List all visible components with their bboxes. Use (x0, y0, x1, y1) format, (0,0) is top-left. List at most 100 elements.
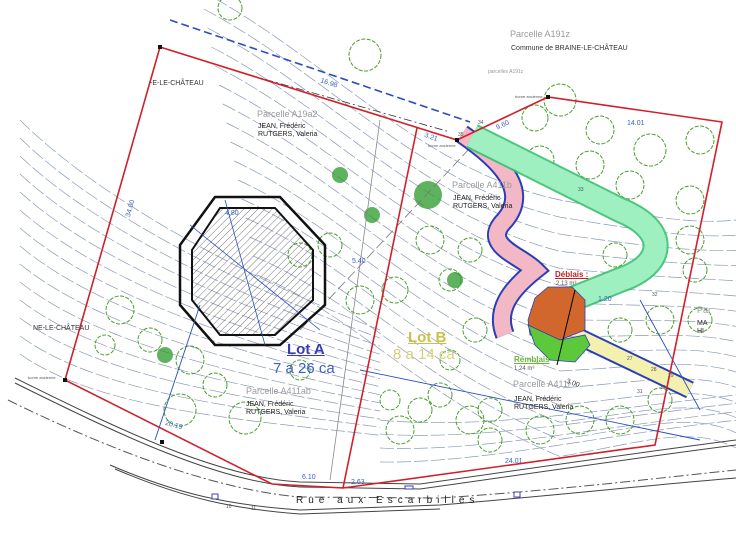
parcel-a19a2-owner1: JEAN, Frédéric (258, 123, 306, 130)
tree-icon (675, 225, 705, 255)
tree-icon (105, 295, 135, 325)
tree-icon (605, 405, 635, 435)
contour-line (211, 46, 736, 266)
parcel-a411ab-owner1: JEAN, Frédéric (246, 401, 294, 408)
contour-line (19, 281, 381, 404)
contour-line (19, 227, 381, 379)
boundary-markers (63, 45, 550, 444)
lot-b-area: 8 a 14 ca (393, 346, 455, 363)
tree-icon (575, 150, 605, 180)
point-number: 10 (226, 504, 232, 510)
tree-icon (565, 405, 595, 435)
shrub-icon (157, 347, 173, 363)
tree-icon (345, 285, 375, 315)
contour-line (218, 84, 736, 297)
borne-label: borne ancienne (515, 94, 543, 99)
dimension-label: 24.01 (505, 458, 523, 465)
tree-icon (217, 0, 243, 21)
point-number: 28 (651, 367, 657, 373)
point-number: 29 (668, 373, 674, 379)
tree-icon (477, 397, 503, 423)
tree-icon (645, 305, 675, 335)
contour-line (237, 179, 736, 373)
tree-icon (175, 345, 205, 375)
dimension-lines (154, 299, 701, 441)
parcel-a411ab-owner2: RUTGERS, Valeria (246, 409, 306, 416)
borne-label-2: borne ancienne (28, 375, 56, 380)
parcel-a191z-label: Parcelle A191z (510, 29, 571, 39)
tree-icon (137, 327, 163, 353)
point-number: 11 (251, 506, 257, 512)
tree-icon (602, 242, 628, 268)
tree-icon (317, 232, 343, 258)
contour-line (226, 122, 736, 327)
contour-line (19, 137, 381, 339)
parcel-a411b-label: Parcelle A411b (452, 180, 512, 190)
contour-line (19, 245, 381, 388)
shrub-icon (364, 207, 380, 223)
tree-icon (385, 415, 415, 445)
tree-icon (457, 237, 483, 263)
tree-icon (687, 307, 713, 333)
contour-line (19, 299, 381, 412)
contour-line (19, 119, 381, 331)
tree-icon (477, 427, 503, 453)
remblais-label: Remblais (514, 355, 550, 364)
parcel-right-line2: HI (697, 328, 704, 335)
dimension-label: 5.40 (352, 258, 366, 265)
contour-line (19, 353, 381, 436)
contour-line (19, 191, 381, 363)
contour-line (241, 198, 736, 389)
tree-icon (521, 104, 549, 132)
parcel-a191z-sublabel: parcelles A191z (488, 69, 524, 75)
contour-line (379, 403, 736, 436)
tree-icon (439, 349, 461, 371)
parcel-right-line1: MA (697, 320, 708, 327)
tree-icon (202, 372, 228, 398)
tree-icon (407, 397, 433, 423)
tree-icon (462, 317, 488, 343)
dimension-label: 14.01 (627, 120, 645, 127)
tree-icon (675, 185, 705, 215)
tree-icon (525, 145, 555, 175)
tree-icon (647, 387, 673, 413)
parcel-a411b-owner2: RUTGERS, Valeria (453, 203, 513, 210)
point-number: 33 (578, 187, 584, 193)
tree-icon (525, 415, 555, 445)
point-number: 31 (637, 389, 643, 395)
tree-icon (415, 225, 445, 255)
manholes (211, 485, 521, 500)
commune-cut-label-1: -E-LE-CHÂTEAU (150, 80, 204, 87)
dimension-label: 1.20 (598, 296, 612, 303)
tree-icon (348, 38, 382, 72)
shrub-icon (332, 167, 348, 183)
tree-icon (682, 257, 708, 283)
survey-line (329, 119, 381, 481)
road (7, 377, 736, 515)
point-number: 34 (478, 120, 484, 126)
contour-line (19, 263, 381, 396)
access-path-pink-fill (457, 127, 547, 338)
tree-icon (289, 359, 311, 381)
dimension-label: 4.80 (225, 210, 239, 217)
deblais-volume: 2.13 m³ (556, 281, 577, 287)
lot-a-area: 7 a 26 ca (273, 360, 335, 377)
street-name: Rue aux Escarbilles (296, 495, 480, 506)
section-line (556, 289, 576, 366)
house-octagon (178, 195, 327, 347)
shrub-icon (447, 272, 463, 288)
contour-line (230, 141, 736, 342)
parcel-a411r-label: Parcelle A411r (513, 379, 571, 389)
drive-path-green-fill (467, 126, 667, 311)
remblais-volume: 1.24 m³ (514, 366, 535, 372)
tree-icon (94, 334, 116, 356)
lot-b-name: Lot B (408, 329, 447, 346)
dimension-label: 2.63 (351, 479, 365, 486)
drain-strip-fill (571, 328, 694, 397)
point-number: 32 (652, 292, 658, 298)
point-number: 30 (660, 385, 666, 391)
tree-icon (633, 133, 667, 167)
contour-line (19, 209, 381, 371)
